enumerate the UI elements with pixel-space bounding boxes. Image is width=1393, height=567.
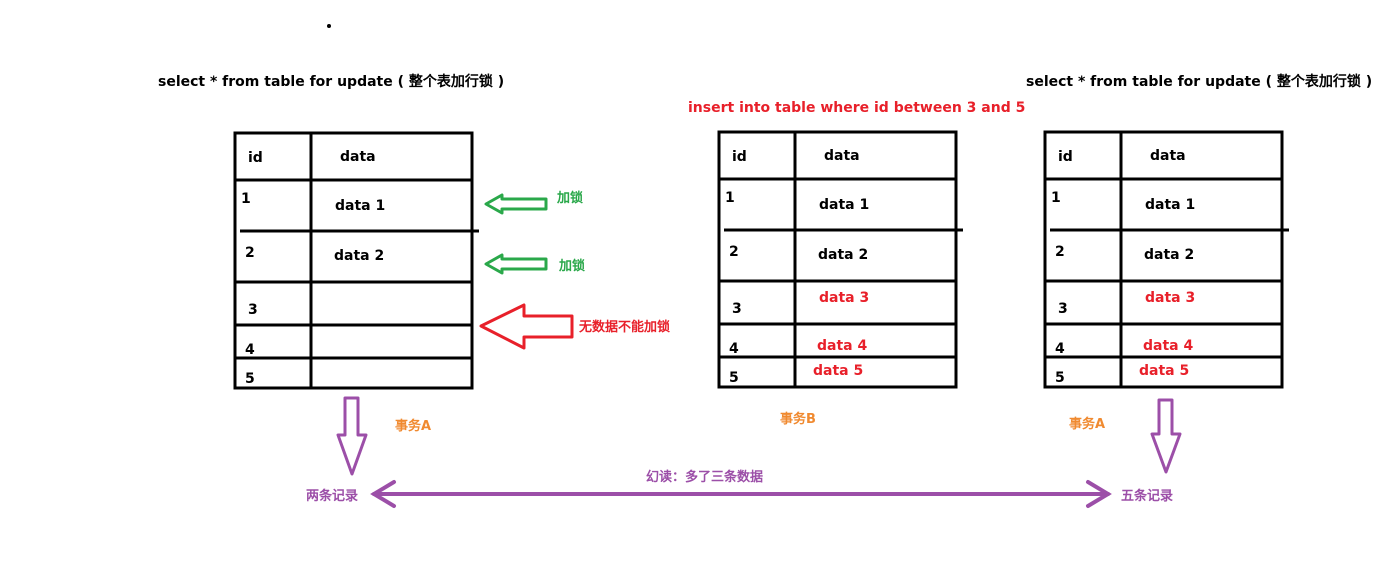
table-right-row3-data: data 3 <box>1145 290 1196 306</box>
table-middle-row1-id: 1 <box>725 190 735 206</box>
table-right-row4-data: data 4 <box>1143 338 1194 354</box>
lock-label-row1: 加锁 <box>557 191 584 206</box>
table-right-header-id: id <box>1058 149 1073 165</box>
stray-dot <box>327 24 331 28</box>
transaction-a-left-label: 事务A <box>395 419 432 434</box>
query-right: select * from table for update ( 整个表加行锁 … <box>1026 74 1373 90</box>
down-arrow-right <box>1150 398 1182 474</box>
table-right-row5-id: 5 <box>1055 370 1065 386</box>
table-middle-row1-data: data 1 <box>819 197 870 213</box>
table-middle-header-data: data <box>824 148 860 164</box>
table-left-row4-id: 4 <box>245 342 255 358</box>
query-middle: insert into table where id between 3 and… <box>688 100 1026 116</box>
table-left-header-id: id <box>248 150 263 166</box>
table-middle-row4-id: 4 <box>729 341 739 357</box>
transaction-b-label: 事务B <box>780 412 816 427</box>
table-left-row2-data: data 2 <box>334 248 385 264</box>
table-left-row5-id: 5 <box>245 371 255 387</box>
phantom-read-label: 幻读：多了三条数据 <box>646 470 764 485</box>
down-arrow-left <box>336 396 368 476</box>
table-right-row4-id: 4 <box>1055 341 1065 357</box>
table-middle-row3-id: 3 <box>732 301 742 317</box>
table-middle-row2-id: 2 <box>729 244 739 260</box>
phantom-read-double-arrow <box>370 480 1112 508</box>
table-left-header-data: data <box>340 149 376 165</box>
query-left: select * from table for update ( 整个表加行锁 … <box>158 74 505 90</box>
table-middle-header-id: id <box>732 149 747 165</box>
no-lock-arrow <box>479 303 574 350</box>
table-left-row1-id: 1 <box>241 191 251 207</box>
table-middle-row4-data: data 4 <box>817 338 868 354</box>
table-left-grid <box>233 131 479 390</box>
lock-arrow-row1 <box>484 193 548 215</box>
table-right-row5-data: data 5 <box>1139 363 1190 379</box>
table-middle-row5-data: data 5 <box>813 363 864 379</box>
table-right-grid <box>1043 130 1289 389</box>
table-left-row1-data: data 1 <box>335 198 386 214</box>
table-right-row3-id: 3 <box>1058 301 1068 317</box>
no-data-lock-label: 无数据不能加锁 <box>579 320 671 335</box>
table-right-row2-data: data 2 <box>1144 247 1195 263</box>
transaction-a-right-label: 事务A <box>1069 417 1106 432</box>
table-middle-row2-data: data 2 <box>818 247 869 263</box>
table-right-row1-id: 1 <box>1051 190 1061 206</box>
table-left-row3-id: 3 <box>248 302 258 318</box>
table-right-row2-id: 2 <box>1055 244 1065 260</box>
lock-arrow-row2 <box>484 253 548 275</box>
table-middle-row3-data: data 3 <box>819 290 870 306</box>
table-middle-grid <box>717 130 963 389</box>
five-records-label: 五条记录 <box>1121 489 1174 504</box>
table-left-row2-id: 2 <box>245 245 255 261</box>
table-right-header-data: data <box>1150 148 1186 164</box>
lock-label-row2: 加锁 <box>559 259 586 274</box>
table-middle-row5-id: 5 <box>729 370 739 386</box>
table-right-row1-data: data 1 <box>1145 197 1196 213</box>
two-records-label: 两条记录 <box>306 489 359 504</box>
